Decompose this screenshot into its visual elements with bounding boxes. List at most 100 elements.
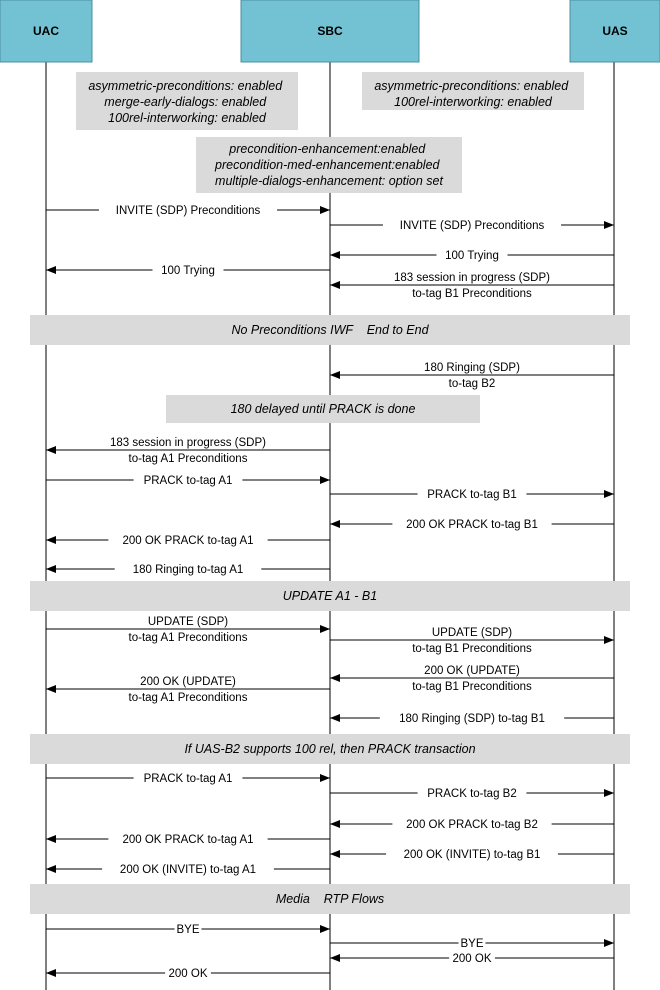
message-label: 200 OK PRACK to-tag B1 xyxy=(406,519,538,531)
message-label-bg xyxy=(392,817,552,831)
message-label-bg xyxy=(114,562,262,576)
phase-bar-label: No Preconditions IWF End to End xyxy=(231,323,429,337)
message-uas-to-sbc: 200 OK PRACK to-tag B1 xyxy=(330,517,614,531)
phase-bar-prack: If UAS-B2 supports 100 rel, then PRACK t… xyxy=(30,734,630,764)
message-label-bg xyxy=(108,630,268,644)
message-label: PRACK to-tag A1 xyxy=(144,475,233,487)
message-label-bg xyxy=(376,270,568,284)
message-label-bg xyxy=(414,360,530,374)
message-uas-to-sbc: 180 Ringing (SDP)to-tag B2 xyxy=(330,360,614,390)
svg-text:asymmetric-preconditions: enab: asymmetric-preconditions: enabled merge-… xyxy=(88,79,285,125)
message-label-bg xyxy=(382,218,562,232)
entity-sbc: SBC xyxy=(240,0,420,63)
phase-bar-label: Media RTP Flows xyxy=(276,892,384,906)
message-label-bg xyxy=(436,248,508,262)
message-label-bg xyxy=(458,936,486,950)
message-label: 200 OK (UPDATE) xyxy=(424,665,520,677)
message-label: 180 Ringing (SDP) xyxy=(424,362,520,374)
message-label: to-tag A1 Preconditions xyxy=(129,692,248,704)
message-label-bg xyxy=(146,614,230,628)
message-label-bg xyxy=(392,517,552,531)
message-uac-to-sbc: BYE xyxy=(46,922,330,936)
message-label-bg xyxy=(174,922,202,936)
message-label: UPDATE (SDP) xyxy=(148,616,228,628)
message-label-bg xyxy=(439,376,505,390)
message-label-bg xyxy=(417,786,527,800)
message-uac-to-sbc: PRACK to-tag A1 xyxy=(46,771,330,785)
note-uac-config-line: 100rel-interworking: enabled xyxy=(108,111,267,125)
message-uas-to-sbc: 200 OK (UPDATE) to-tag B1 Preconditions xyxy=(330,663,614,693)
message-label-bg xyxy=(165,966,211,980)
message-label-bg xyxy=(133,473,243,487)
message-sbc-to-uac: 200 OK (INVITE) to-tag A1 xyxy=(46,862,330,876)
message-sbc-to-uac: 200 OK (UPDATE) to-tag A1 Preconditions xyxy=(46,674,330,704)
message-sbc-to-uac: 180 Ringing to-tag A1 xyxy=(46,562,330,576)
message-label: 200 OK (INVITE) to-tag B1 xyxy=(404,849,541,861)
message-label: UPDATE (SDP) xyxy=(432,627,512,639)
message-sbc-to-uac: 100 Trying xyxy=(46,263,330,277)
message-sbc-to-uas: PRACK to-tag B1 xyxy=(330,487,614,501)
message-label: to-tag A1 Preconditions xyxy=(129,453,248,465)
message-uas-to-sbc: 100 Trying xyxy=(330,248,614,262)
note-sbc-config-line: multiple-dialogs-enhancement: option set xyxy=(215,174,443,188)
message-uas-to-sbc: 183 session in progress (SDP) to-tag B1 P… xyxy=(330,270,614,300)
note-sbc-config-line: precondition-med-enhancement:enabled xyxy=(214,158,441,172)
message-label: PRACK to-tag B2 xyxy=(427,788,516,800)
note-sbc-config-line: precondition-enhancement:enabled xyxy=(228,142,426,156)
message-uac-to-sbc: PRACK to-tag A1 xyxy=(46,473,330,487)
message-label: 200 OK (UPDATE) xyxy=(140,676,236,688)
message-label: 200 OK (INVITE) to-tag A1 xyxy=(120,864,256,876)
phase-bar-label: If UAS-B2 supports 100 rel, then PRACK t… xyxy=(184,742,475,756)
entity-uac-label: UAC xyxy=(33,24,59,38)
message-label: 200 OK PRACK to-tag A1 xyxy=(122,834,253,846)
message-sbc-to-uac: 183 session in progress (SDP) to-tag A1 P… xyxy=(46,435,330,465)
message-sbc-to-uas: BYE xyxy=(330,936,614,950)
note-uac-config: asymmetric-preconditions: enabled merge-… xyxy=(76,72,298,130)
message-label: BYE xyxy=(176,924,199,936)
message-label: to-tag B1 Preconditions xyxy=(412,681,532,693)
message-label-bg xyxy=(392,679,552,693)
message-sbc-to-uas: INVITE (SDP) Preconditions xyxy=(330,218,614,232)
message-label-bg xyxy=(392,641,552,655)
message-label: PRACK to-tag B1 xyxy=(427,489,516,501)
message-label-bg xyxy=(98,203,278,217)
message-label: 180 Ringing (SDP) to-tag B1 xyxy=(399,713,545,725)
message-label-bg xyxy=(108,832,268,846)
svg-text:precondition-enhancement:enabl: precondition-enhancement:enabled precond… xyxy=(214,142,443,188)
message-sbc-to-uac: 200 OK PRACK to-tag A1 xyxy=(46,533,330,547)
message-label-bg xyxy=(105,451,271,465)
message-label: 200 OK xyxy=(453,953,492,965)
message-uas-to-sbc: 200 OK xyxy=(330,951,614,965)
message-label: 183 session in progress (SDP) xyxy=(110,437,266,449)
message-label-bg xyxy=(386,847,558,861)
message-label-bg xyxy=(417,487,527,501)
message-uas-to-sbc: 180 Ringing (SDP) to-tag B1 xyxy=(330,711,614,725)
entity-uas: UAS xyxy=(569,0,660,63)
message-label-bg xyxy=(449,951,495,965)
note-uac-config-line: asymmetric-preconditions: enabled xyxy=(88,79,283,93)
message-label-bg xyxy=(133,674,243,688)
note-uas-config: asymmetric-preconditions: enabled 100rel… xyxy=(362,72,584,110)
svg-text:asymmetric-preconditions: enab: asymmetric-preconditions: enabled 100rel… xyxy=(374,79,571,109)
message-label-bg xyxy=(133,771,243,785)
phase-bar-media: Media RTP Flows xyxy=(30,884,630,914)
entity-uas-label: UAS xyxy=(602,24,627,38)
message-uac-to-sbc: INVITE (SDP) Preconditions xyxy=(46,203,330,217)
phase-bar-update: UPDATE A1 - B1 xyxy=(30,581,630,611)
message-label: 180 Ringing to-tag A1 xyxy=(133,564,244,576)
message-label: 183 session in progress (SDP) xyxy=(394,272,550,284)
message-label-bg xyxy=(152,263,224,277)
phase-bar-label: UPDATE A1 - B1 xyxy=(283,589,377,603)
note-uas-config-line: 100rel-interworking: enabled xyxy=(394,95,553,109)
message-label: 200 OK PRACK to-tag B2 xyxy=(406,819,538,831)
message-label-bg xyxy=(430,625,514,639)
message-label: to-tag B1 Preconditions xyxy=(412,288,532,300)
note-delayed: 180 delayed until PRACK is done xyxy=(166,395,480,423)
message-label: 100 Trying xyxy=(161,265,215,277)
message-label-bg xyxy=(389,286,555,300)
message-label: to-tag B1 Preconditions xyxy=(412,643,532,655)
message-label: to-tag A1 Preconditions xyxy=(129,632,248,644)
message-sbc-to-uas: UPDATE (SDP) to-tag B1 Preconditions xyxy=(330,625,614,655)
note-uas-config-line: asymmetric-preconditions: enabled xyxy=(374,79,569,93)
